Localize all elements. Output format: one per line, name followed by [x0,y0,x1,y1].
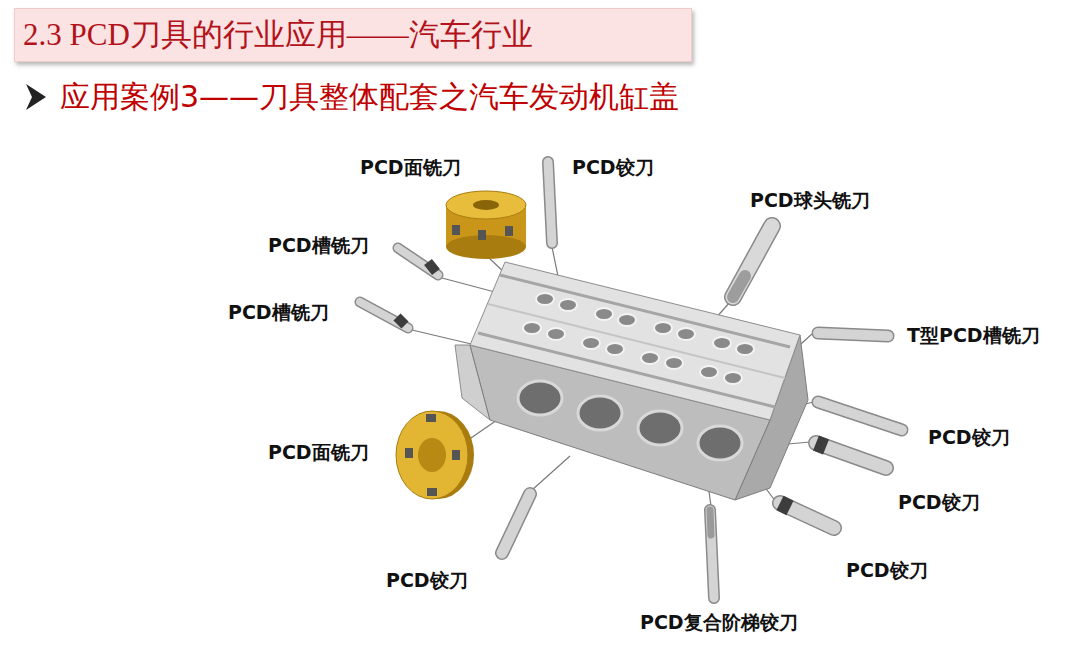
reamer [502,494,530,553]
valve-hole [736,343,754,355]
port [518,381,562,415]
tool-label: PCD铰刀 [386,568,468,592]
tool-label: PCD铰刀 [572,155,654,179]
mill-face [396,411,468,499]
tool-label: PCD铰刀 [846,558,928,582]
reamer [816,443,886,468]
slot-mill [360,302,408,328]
tool-label: PCD槽铣刀 [268,233,369,257]
mill-top [446,191,526,219]
ball-end-mill-tip [733,276,745,297]
tool-label: PCD复合阶梯铰刀 [640,610,798,634]
tool-label: PCD面铣刀 [360,155,461,179]
rod-tools [360,162,902,598]
insert [452,225,460,235]
valve-hole [713,337,731,349]
face-mill [446,191,526,259]
reamer [548,162,552,243]
port [638,411,682,445]
valve-hole [654,322,672,334]
insert [452,450,460,460]
valve-hole [547,328,565,340]
step-reamer [710,510,714,598]
valve-hole [677,328,695,340]
cylinder-head [455,262,808,500]
mill-bore [473,200,499,210]
insert [478,230,486,240]
port [578,396,622,430]
t-slot-mill [818,333,888,336]
insert [405,448,413,458]
head-top-face [470,262,800,420]
slot-mill [360,302,408,328]
step-reamer [710,510,714,598]
reamer [780,503,834,528]
t-slot-mill [818,333,888,336]
insert [426,414,436,422]
face-mill [396,411,474,499]
tool-label: T型PCD槽铣刀 [907,323,1040,347]
reamer-head [780,503,790,508]
slot-mill [398,248,438,275]
tool-label: PCD球头铣刀 [750,188,870,212]
slot-mill [398,248,438,275]
tool-label: PCD面铣刀 [268,440,369,464]
insert [505,226,513,236]
reamer [818,402,902,430]
tool-label: PCD铰刀 [928,425,1010,449]
reamer [548,162,552,243]
step-reamer-step [710,510,711,535]
tool-label: PCD铰刀 [898,490,980,514]
valve-holes [523,293,754,384]
valve-hole [641,352,659,364]
reamer [780,503,834,528]
slide-title: 2.3 PCD刀具的行业应用——汽车行业 [15,9,691,55]
cam-ridge [488,304,785,378]
reamer [502,494,530,553]
reamer [818,402,902,430]
valve-hole [523,322,541,334]
port [698,426,742,460]
ball-end-mill [733,226,772,297]
valve-hole [536,293,554,305]
slot-mill-head [428,262,436,272]
reamer [816,443,886,468]
slot-mill-head [397,317,405,325]
valve-hole [582,337,600,349]
ports [518,381,742,460]
leader-line [532,456,570,490]
insert [427,488,437,496]
title-bar: 2.3 PCD刀具的行业应用——汽车行业 [14,8,692,62]
valve-hole [700,366,718,378]
valve-hole [606,343,624,355]
mill-bore [418,438,446,472]
reamer-head [816,443,826,447]
ball-end-mill [733,226,772,297]
valve-hole [618,314,636,326]
subtitle: 应用案例3——刀具整体配套之汽车发动机缸盖 [60,78,679,116]
valve-hole [595,308,613,320]
valve-hole [665,357,683,369]
valve-hole [559,299,577,311]
bullet-arrow [26,84,46,110]
tool-label: PCD槽铣刀 [228,300,329,324]
valve-hole [724,372,742,384]
